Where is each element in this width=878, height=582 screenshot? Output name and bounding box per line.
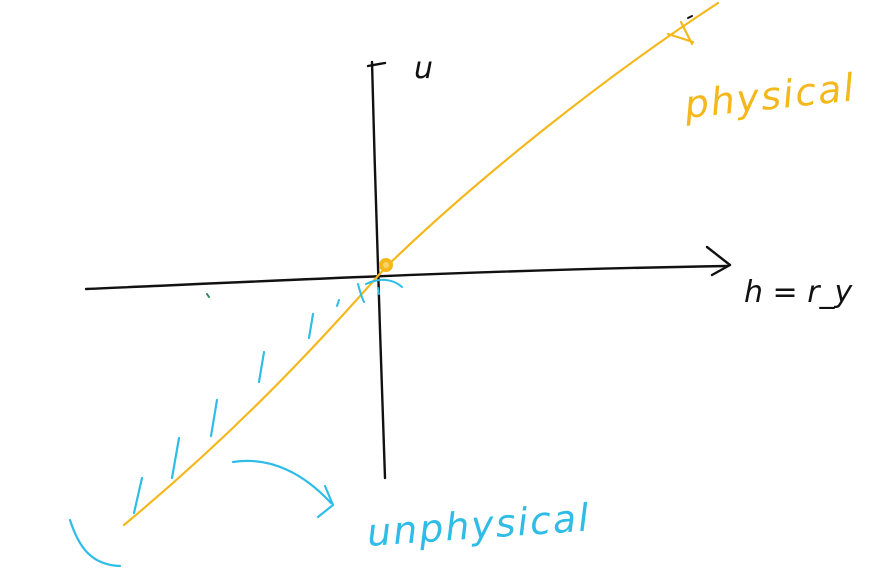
horizontal-axis-arrowhead	[705, 245, 732, 277]
unphysical-hatching	[68, 278, 403, 568]
vertical-axis-tick	[366, 61, 387, 68]
arrow-tip-mark	[687, 15, 693, 19]
stray-mark	[206, 293, 210, 298]
horizontal-axis-label: h = r_y	[744, 275, 854, 310]
physical-label: physical	[681, 65, 857, 127]
hatch-mark	[132, 476, 144, 515]
hatch-mark	[170, 436, 181, 480]
vertical-axis-line	[370, 60, 387, 480]
unphysical-arrowhead	[316, 484, 335, 519]
vertical-axis	[366, 60, 387, 480]
horizontal-axis-line	[84, 264, 730, 291]
hatch-mark	[209, 398, 219, 438]
origin-dot-center	[383, 262, 389, 268]
vertical-axis-label: u	[414, 51, 433, 86]
unphysical-arrow	[231, 459, 335, 519]
horizontal-axis	[84, 245, 732, 291]
unphysical-label: unphysical	[366, 495, 592, 555]
physical-line	[122, 1, 720, 527]
hatch-mark	[257, 350, 266, 384]
hatch-mark	[357, 283, 365, 303]
hatch-mark	[336, 299, 340, 307]
unphysical-arrow-curve	[231, 459, 333, 505]
physical-line-arrowhead	[666, 20, 695, 46]
hatch-mark	[377, 287, 380, 295]
hatch-bracket	[365, 278, 403, 288]
hatch-mark	[68, 518, 122, 568]
hatch-mark	[307, 312, 315, 340]
